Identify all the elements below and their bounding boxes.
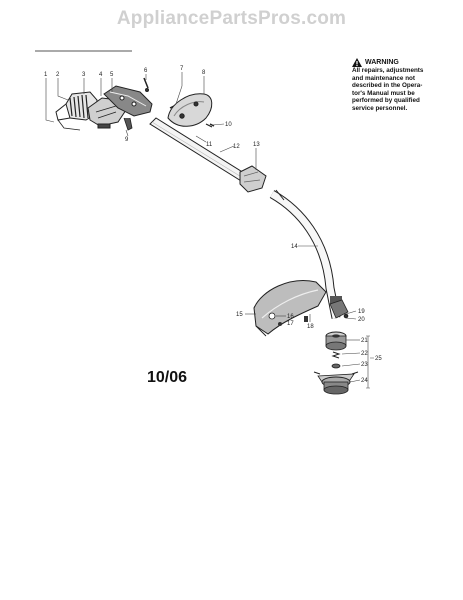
callout-9: 9	[125, 137, 129, 143]
callout-3: 3	[82, 72, 86, 78]
leader-lines	[45, 72, 374, 389]
warning-line-4: tor's Manual must be	[352, 89, 415, 97]
warning-heading-row: WARNING	[352, 58, 456, 67]
site-title: AppliancePartsPros.com	[116, 8, 347, 29]
drive-shaft-tube-upper	[149, 117, 253, 185]
callout-18: 18	[307, 324, 314, 330]
debris-shield	[253, 280, 327, 337]
callout-8: 8	[202, 70, 206, 76]
warning-triangle-icon	[352, 58, 362, 67]
trimmer-head	[313, 371, 359, 395]
handle-cover	[167, 93, 213, 127]
callout-4: 4	[99, 72, 103, 78]
warning-line-6: service personnel.	[352, 104, 408, 112]
callout-25: 25	[375, 356, 382, 362]
shaft-coupler	[239, 165, 267, 193]
warning-notice: WARNING All repairs, adjustments and mai…	[352, 58, 456, 113]
callout-21: 21	[361, 338, 368, 344]
warning-line-1: All repairs, adjustments	[352, 67, 424, 74]
callout-23: 23	[361, 362, 368, 368]
callout-24: 24	[361, 378, 368, 384]
callout-22: 22	[361, 351, 368, 357]
callout-10: 10	[225, 122, 232, 128]
callout-13: 13	[253, 142, 260, 148]
warning-line-5: performed by qualified	[352, 97, 420, 105]
callout-16: 16	[287, 314, 294, 320]
warning-heading: WARNING	[365, 58, 399, 66]
callout-1: 1	[44, 72, 48, 78]
spool	[331, 351, 341, 369]
callout-15: 15	[236, 312, 243, 318]
callout-14: 14	[291, 244, 298, 250]
callout-2: 2	[56, 72, 60, 78]
callout-numbers: 1 2 3 4 5 6 7 8 9 10 11 12 13 14 15 16 1…	[44, 66, 382, 384]
callout-6: 6	[144, 68, 148, 74]
callout-5: 5	[110, 72, 114, 78]
spool-cap	[325, 331, 347, 351]
flex-shaft-tube-lower	[269, 189, 342, 319]
callout-19: 19	[358, 309, 365, 315]
callout-20: 20	[358, 317, 365, 323]
callout-12: 12	[233, 144, 240, 150]
callout-7: 7	[180, 66, 184, 72]
throttle-housing	[103, 85, 153, 131]
warning-line-3: described in the Opera-	[352, 82, 423, 90]
gear-head	[329, 299, 349, 319]
callout-17: 17	[287, 321, 294, 327]
revision-date-code: 10/06	[147, 369, 188, 386]
warning-line-2: and maintenance not	[352, 74, 415, 82]
callout-11: 11	[206, 142, 213, 148]
